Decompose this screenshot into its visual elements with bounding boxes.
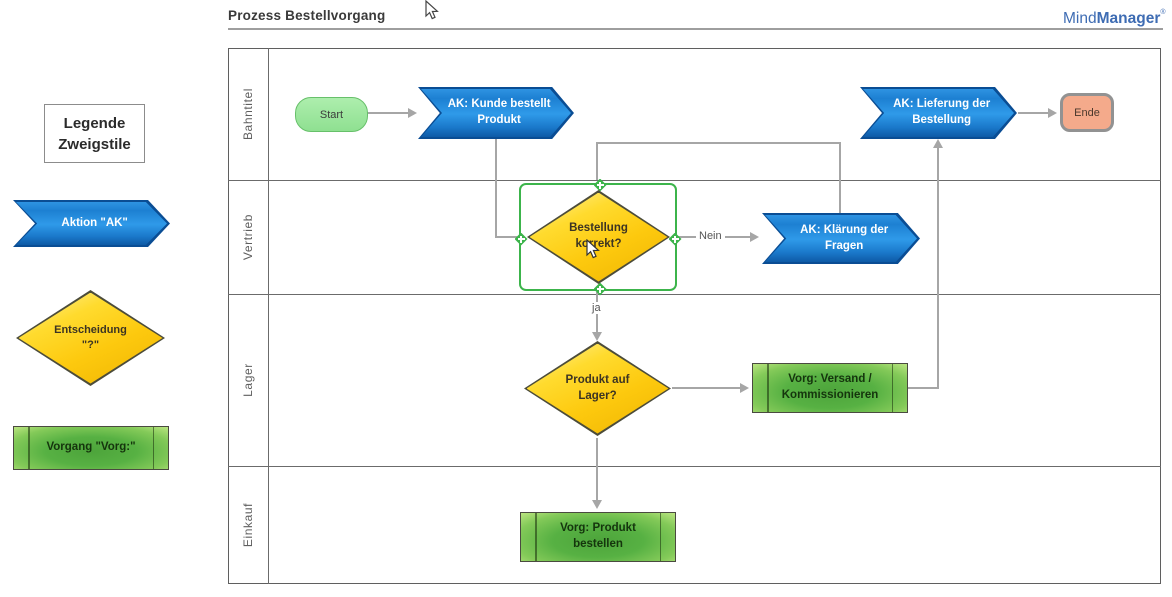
arrowhead-delivery-end — [1048, 108, 1057, 118]
node-start-label: Start — [319, 108, 344, 121]
connector-order-decision-h — [495, 236, 517, 238]
lane-label-divider — [268, 48, 269, 584]
node-clarify-line1: AK: Klärung der — [800, 223, 889, 236]
lane-label-vertrieb[interactable]: Vertrieb — [241, 213, 255, 261]
node-delivery-line1: AK: Lieferung der — [893, 98, 991, 111]
node-decision-correct-line2: korrekt? — [575, 238, 622, 250]
node-orderproduct-line1: Vorg: Produkt — [560, 522, 636, 535]
edge-label-nein[interactable]: Nein — [696, 230, 725, 242]
node-ship-process[interactable]: Vorg: Versand / Kommissionieren — [752, 363, 908, 413]
legend-title-line2: Zweigstile — [58, 135, 131, 153]
arrowhead-decision-clarify — [750, 232, 759, 242]
legend-decision-line1: Entscheidung — [54, 324, 127, 337]
connector-loop-h — [596, 142, 841, 144]
arrowhead-stock-ship — [740, 383, 749, 393]
arrowhead-ship-delivery — [933, 139, 943, 148]
chevron-fill — [765, 215, 917, 262]
connector-loop-v-right — [839, 142, 841, 214]
node-order-line1: AK: Kunde bestellt — [447, 98, 551, 111]
connector-order-decision-v — [495, 139, 497, 237]
chevron-fill — [16, 202, 167, 245]
logo-mind: Mind — [1063, 10, 1097, 27]
legend-action-shape[interactable]: Aktion "AK" — [13, 200, 170, 247]
node-order-line2: Produkt — [477, 114, 521, 126]
connector-start-order — [366, 112, 410, 114]
node-clarify-action[interactable]: AK: Klärung der Fragen — [762, 213, 920, 264]
connection-handle-bottom-icon[interactable] — [593, 282, 607, 296]
connector-stock-orderproduct — [596, 438, 598, 502]
node-end-label: Ende — [1074, 106, 1100, 119]
connector-ship-delivery-h — [908, 387, 939, 389]
node-decision-stock[interactable]: Produkt auf Lager? — [524, 341, 671, 436]
title-underline — [228, 28, 1163, 30]
connector-stock-ship — [672, 387, 742, 389]
lane-divider-1 — [228, 180, 1161, 181]
node-orderproduct-process[interactable]: Vorg: Produkt bestellen — [520, 512, 676, 562]
chevron-fill — [421, 89, 571, 137]
node-start[interactable]: Start — [295, 97, 368, 132]
connector-delivery-end — [1018, 112, 1050, 114]
legend-decision-line2: "?" — [81, 339, 100, 351]
connection-handle-top-icon[interactable] — [593, 178, 607, 192]
chevron-fill — [863, 89, 1014, 137]
node-orderproduct-line2: bestellen — [573, 538, 623, 550]
lane-divider-3 — [228, 466, 1161, 467]
connection-handle-left-icon[interactable] — [514, 232, 528, 246]
legend-title-box[interactable]: Legende Zweigstile — [44, 104, 145, 163]
lane-label-lager[interactable]: Lager — [241, 363, 255, 397]
node-decision-correct[interactable]: Bestellung korrekt? — [527, 190, 670, 284]
node-decision-stock-line1: Produkt auf — [565, 373, 630, 386]
arrowhead-ja — [592, 332, 602, 341]
legend-title-line1: Legende — [63, 114, 126, 132]
page-title: Prozess Bestellvorgang — [228, 8, 386, 23]
lane-label-einkauf[interactable]: Einkauf — [241, 502, 255, 548]
node-clarify-line2: Fragen — [824, 239, 864, 252]
legend-action-label: Aktion "AK" — [61, 216, 128, 229]
legend-process-label: Vorgang "Vorg:" — [46, 441, 136, 454]
legend-decision-shape[interactable]: Entscheidung "?" — [16, 290, 165, 386]
arrowhead-stock-orderproduct — [592, 500, 602, 509]
swimlane-frame — [228, 48, 1161, 584]
logo-trademark: ® — [1160, 9, 1166, 16]
mindmanager-logo: MindManager® — [1063, 9, 1166, 28]
connector-ship-delivery-v — [937, 146, 939, 389]
lane-divider-2 — [228, 294, 1161, 295]
logo-manager: Manager — [1096, 10, 1161, 27]
node-order-action[interactable]: AK: Kunde bestellt Produkt — [418, 87, 574, 139]
node-delivery-line2: Bestellung — [912, 114, 972, 126]
mouse-cursor-outline-icon — [425, 0, 439, 20]
node-delivery-action[interactable]: AK: Lieferung der Bestellung — [860, 87, 1017, 139]
connection-handle-right-icon[interactable] — [668, 232, 682, 246]
lane-label-bahntitel[interactable]: Bahntitel — [241, 87, 255, 141]
connector-loop-v-left — [596, 142, 598, 180]
node-decision-correct-line1: Bestellung — [569, 222, 628, 235]
node-ship-line1: Vorg: Versand / — [788, 373, 872, 386]
edge-label-ja[interactable]: ja — [589, 302, 604, 314]
node-ship-line2: Kommissionieren — [781, 389, 879, 401]
selection-frame[interactable] — [514, 178, 682, 296]
node-end[interactable]: Ende — [1060, 93, 1114, 132]
legend-process-shape[interactable]: Vorgang "Vorg:" — [13, 426, 169, 470]
node-decision-stock-line2: Lager? — [578, 389, 617, 402]
arrowhead-start-order — [408, 108, 417, 118]
